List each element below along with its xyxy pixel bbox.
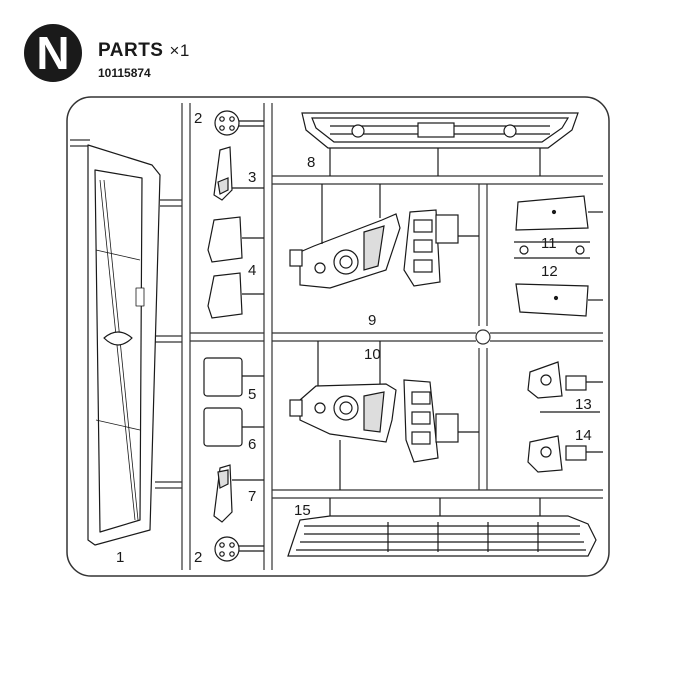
parts-multiplier: ×1 xyxy=(169,41,190,60)
part-8-grille xyxy=(301,112,579,176)
label-part-1: 1 xyxy=(116,549,124,566)
parts-title: PARTS ×1 xyxy=(98,40,190,62)
label-part-7: 7 xyxy=(248,488,256,505)
runner-junction xyxy=(475,329,491,345)
label-part-4: 4 xyxy=(248,262,256,279)
part-14-bracket xyxy=(527,411,603,473)
label-part-2-top: 2 xyxy=(194,110,202,127)
sprue-frame xyxy=(66,96,610,577)
part-12 xyxy=(514,245,603,317)
label-part-3: 3 xyxy=(248,169,256,186)
label-part-2-bottom: 2 xyxy=(194,549,202,566)
label-part-10: 10 xyxy=(364,346,381,363)
part-5 xyxy=(203,357,264,397)
part-4 xyxy=(207,216,264,319)
part-9-headlight xyxy=(289,184,479,289)
part-15-grille xyxy=(287,498,597,557)
sprue-letter-badge: N xyxy=(24,24,82,82)
part-11 xyxy=(514,195,603,243)
badge-circle xyxy=(24,24,82,82)
parts-title-text: PARTS xyxy=(98,40,164,61)
label-part-14: 14 xyxy=(575,427,592,444)
label-part-8: 8 xyxy=(307,154,315,171)
part-3 xyxy=(213,146,264,201)
label-part-12: 12 xyxy=(541,263,558,280)
label-part-6: 6 xyxy=(248,436,256,453)
part-1-bumper xyxy=(87,144,161,546)
part-10-headlight xyxy=(289,341,479,490)
parts-code: 10115874 xyxy=(98,66,151,80)
label-part-11: 11 xyxy=(541,235,557,252)
label-part-9: 9 xyxy=(368,312,376,329)
part-2-top xyxy=(214,110,264,136)
part-6 xyxy=(203,407,264,447)
badge-letter: N xyxy=(36,27,69,79)
label-part-5: 5 xyxy=(248,386,256,403)
part-7 xyxy=(213,464,264,523)
label-part-15: 15 xyxy=(294,502,311,519)
part-13-bracket xyxy=(527,361,603,399)
part-2-bottom xyxy=(214,536,264,562)
label-part-13: 13 xyxy=(575,396,592,413)
